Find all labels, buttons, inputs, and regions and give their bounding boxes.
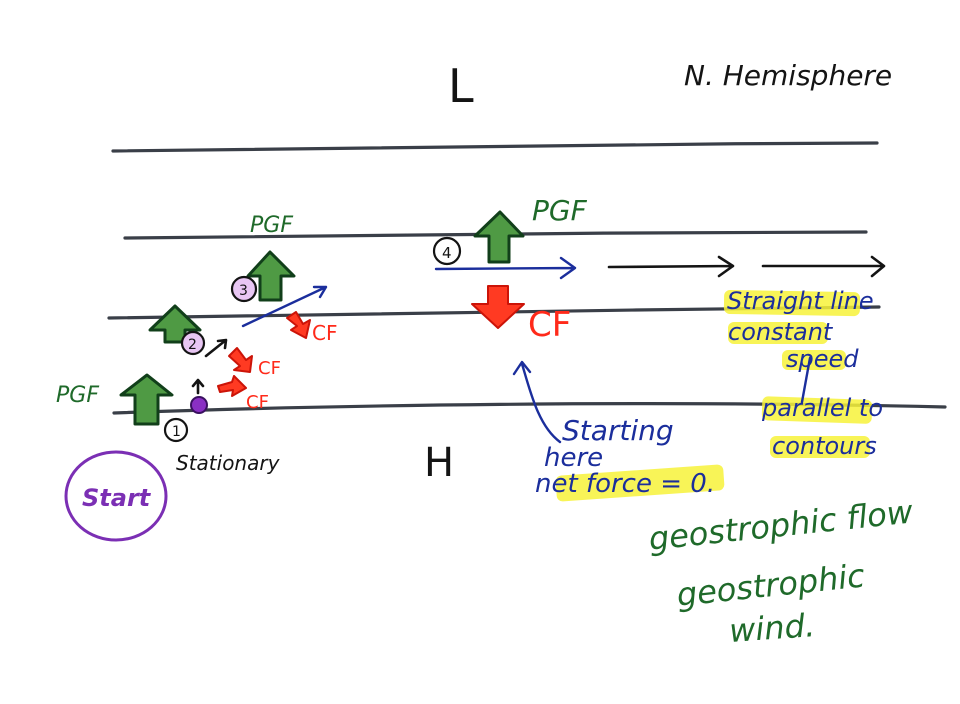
cf-label: CF bbox=[258, 358, 281, 379]
step-1: PGF 1 CF bbox=[56, 373, 269, 443]
highlight-parallel bbox=[761, 396, 873, 424]
cf-arrow bbox=[217, 375, 247, 397]
step-2-number: 2 bbox=[188, 337, 197, 353]
parallel-text: parallel to bbox=[761, 394, 883, 422]
small-up-arrow bbox=[191, 378, 205, 395]
start-circle bbox=[64, 450, 168, 542]
highlight-constant bbox=[728, 322, 828, 344]
step-2-circle bbox=[180, 330, 206, 356]
flow-arrow bbox=[761, 255, 886, 278]
stationary-label: Stationary bbox=[176, 451, 281, 475]
cf-arrow bbox=[286, 311, 311, 339]
start-badge: Start bbox=[64, 450, 168, 542]
step-3-circle bbox=[230, 275, 258, 303]
cf-arrow bbox=[228, 347, 253, 373]
cf-arrow bbox=[471, 285, 525, 329]
velocity-arrow bbox=[434, 256, 577, 280]
highlight-straight bbox=[723, 289, 861, 317]
contours-text: contours bbox=[772, 432, 877, 460]
geostrophic-text: geostrophic bbox=[675, 556, 867, 614]
wind-text: wind. bbox=[728, 606, 816, 650]
step-4: 4 PGF CF bbox=[432, 194, 588, 345]
cf-label: CF bbox=[312, 321, 337, 345]
cf-label: CF bbox=[528, 305, 571, 345]
velocity-arrow bbox=[204, 338, 228, 358]
pointer-arrow bbox=[512, 360, 562, 444]
highlight-netforce bbox=[555, 464, 725, 502]
step-4-circle bbox=[432, 236, 462, 266]
pgf-label: PGF bbox=[532, 194, 588, 227]
geostrophic-flow-text: geostrophic flow bbox=[647, 492, 916, 558]
high-pressure-label: H bbox=[424, 440, 454, 486]
step-2: 2 CF bbox=[148, 304, 281, 379]
pgf-arrow bbox=[473, 210, 525, 264]
step-4-number: 4 bbox=[442, 244, 452, 262]
step-1-number: 1 bbox=[172, 424, 181, 440]
cf-label: CF bbox=[246, 392, 269, 413]
here-text: here bbox=[544, 443, 603, 473]
pgf-arrow bbox=[119, 373, 174, 426]
isobar-line bbox=[111, 141, 879, 153]
straight-line-text: Straight line bbox=[727, 287, 874, 315]
pgf-label: PGF bbox=[250, 213, 293, 238]
step-1-circle bbox=[163, 417, 189, 443]
highlight-speed bbox=[782, 350, 846, 370]
speed-connector bbox=[800, 356, 812, 404]
net-force-text: net force = 0. bbox=[535, 469, 715, 499]
velocity-arrow bbox=[241, 285, 328, 328]
start-label: Start bbox=[82, 484, 152, 512]
pgf-label: PGF bbox=[56, 383, 99, 408]
speed-text: speed bbox=[786, 345, 859, 373]
low-pressure-label: L bbox=[448, 59, 474, 113]
pgf-arrow bbox=[246, 250, 296, 302]
highlights bbox=[555, 289, 873, 502]
hemisphere-label: N. Hemisphere bbox=[684, 59, 892, 92]
flow-arrow bbox=[607, 255, 735, 278]
parcel-dot bbox=[190, 396, 208, 414]
step-3: PGF 3 CF bbox=[230, 213, 337, 345]
highlight-contours bbox=[770, 436, 870, 458]
starting-text: Starting bbox=[562, 414, 674, 447]
step-3-number: 3 bbox=[239, 283, 248, 299]
constant-text: constant bbox=[728, 318, 834, 346]
